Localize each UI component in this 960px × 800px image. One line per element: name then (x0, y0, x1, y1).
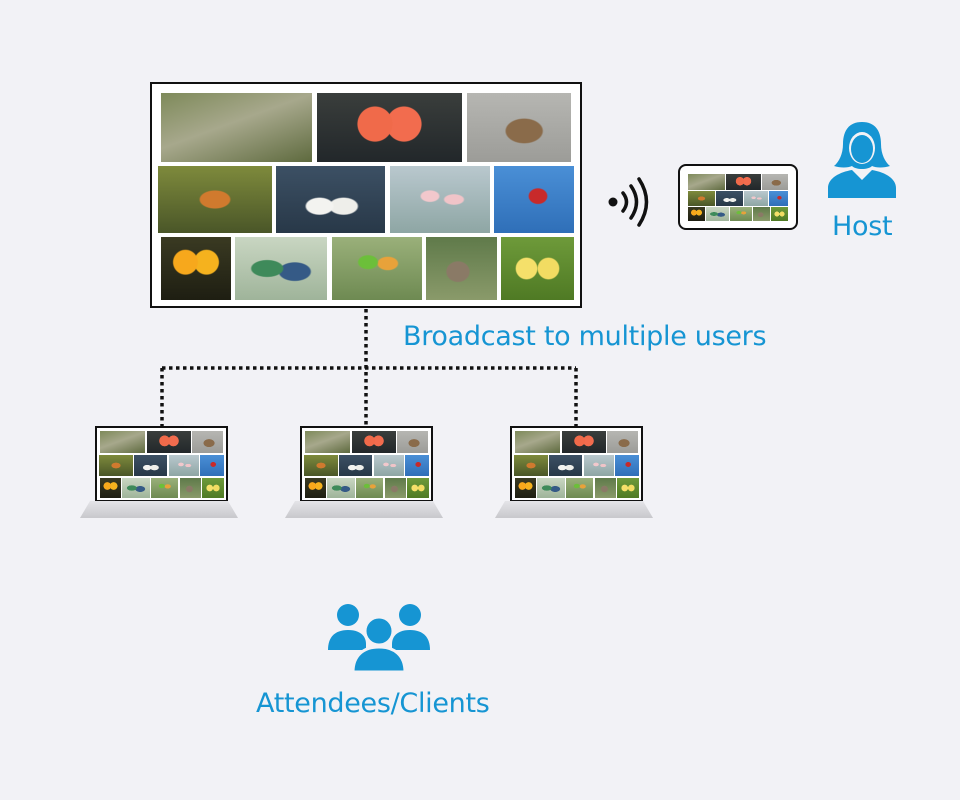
photo-goose-flying (466, 92, 572, 162)
photo-parakeets (122, 477, 150, 499)
photo-flamingos-heart (316, 92, 463, 162)
photo-pelicans (549, 454, 583, 477)
photo-parrot-flying (494, 166, 574, 233)
photo-mandarin-ducks (687, 190, 716, 206)
photo-parakeets (537, 477, 565, 499)
photo-sparrows (594, 477, 616, 499)
host-phone (678, 164, 798, 230)
photo-pelicans (134, 454, 168, 477)
laptop-3-screen (510, 426, 643, 502)
photo-sun-conures (304, 477, 326, 499)
photo-bee-eaters (356, 477, 384, 499)
photo-parrot-flying (615, 454, 640, 477)
photo-sparrows (179, 477, 201, 499)
photo-pelicans (339, 454, 373, 477)
photo-geese-flying (688, 174, 725, 190)
photo-mandarin-ducks (513, 454, 549, 477)
photo-chicks (617, 477, 640, 499)
photo-sun-conures (688, 206, 706, 221)
photo-bee-eaters (151, 477, 179, 499)
photo-goose-flying (762, 174, 788, 190)
person-icon (828, 122, 896, 198)
photo-chicks (407, 477, 430, 499)
photo-parrot-flying (200, 454, 225, 477)
photo-bee-eaters (729, 206, 752, 221)
photo-geese-flying (99, 430, 146, 454)
photo-sparrows (425, 237, 497, 301)
photo-flamingos-heart (351, 430, 396, 454)
photo-parrot-flying (769, 190, 789, 206)
group-icon (328, 604, 430, 672)
photo-goose-flying (396, 430, 429, 454)
photo-flamingos-standing (168, 454, 199, 477)
photo-bee-eaters (566, 477, 594, 499)
laptop-2-screen (300, 426, 433, 502)
photo-sparrows (384, 477, 406, 499)
photo-geese-flying (160, 92, 313, 162)
laptop-3-base (495, 501, 653, 518)
photo-sun-conures (160, 237, 232, 301)
photo-mandarin-ducks (158, 166, 272, 233)
photo-parakeets (706, 206, 729, 221)
photo-flamingos-standing (373, 454, 404, 477)
photo-sun-conures (99, 477, 121, 499)
photo-pelicans (276, 166, 386, 233)
laptop-2-base (285, 501, 443, 518)
photo-geese-flying (304, 430, 351, 454)
host-label: Host (832, 211, 893, 242)
photo-goose-flying (606, 430, 639, 454)
photo-flamingos-standing (389, 166, 491, 233)
wireless-signal-icon (608, 177, 649, 227)
attendees-label: Attendees/Clients (256, 688, 490, 719)
photo-geese-flying (514, 430, 561, 454)
photo-flamingos-heart (561, 430, 606, 454)
photo-chicks (500, 237, 574, 301)
photo-mandarin-ducks (303, 454, 339, 477)
laptop-1-base (80, 501, 238, 518)
photo-chicks (202, 477, 225, 499)
photo-pelicans (716, 190, 743, 206)
broadcast-label: Broadcast to multiple users (403, 321, 767, 352)
photo-parakeets (327, 477, 355, 499)
photo-sparrows (752, 206, 770, 221)
photo-parakeets (235, 237, 328, 301)
photo-bee-eaters (331, 237, 422, 301)
photo-parrot-flying (405, 454, 430, 477)
photo-sun-conures (514, 477, 536, 499)
photo-flamingos-standing (743, 190, 769, 206)
photo-flamingos-standing (583, 454, 614, 477)
photo-goose-flying (191, 430, 224, 454)
photo-chicks (770, 206, 789, 221)
phone-screen (686, 172, 790, 222)
main-display (150, 82, 582, 308)
photo-flamingos-heart (146, 430, 191, 454)
photo-flamingos-heart (726, 174, 762, 190)
photo-mandarin-ducks (98, 454, 134, 477)
laptop-1-screen (95, 426, 228, 502)
